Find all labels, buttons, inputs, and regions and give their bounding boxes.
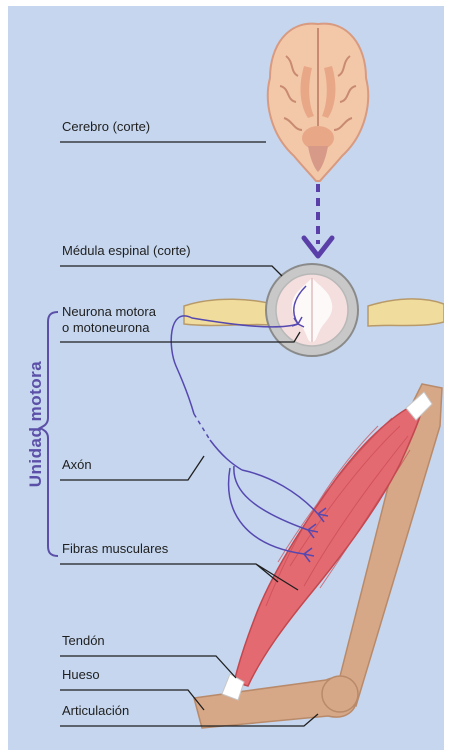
medula-leader <box>60 266 282 276</box>
brain-illustration <box>268 24 368 181</box>
label-cerebro: Cerebro (corte) <box>62 119 150 134</box>
label-neurona-motora: Neurona motora <box>62 304 156 319</box>
label-articulacion: Articulación <box>62 703 129 718</box>
label-fibras-musculares: Fibras musculares <box>62 541 168 556</box>
label-medula-espinal: Médula espinal (corte) <box>62 243 191 258</box>
unidad-motora-title: Unidad motora <box>26 361 46 487</box>
diagram-panel: Cerebro (corte) Médula espinal (corte) N… <box>8 6 444 750</box>
label-tendon: Tendón <box>62 633 105 648</box>
label-axon: Axón <box>62 457 92 472</box>
descending-arrow <box>304 184 332 256</box>
label-hueso: Hueso <box>62 667 100 682</box>
label-motoneurona: o motoneurona <box>62 320 149 335</box>
fibras-leader <box>60 564 298 590</box>
